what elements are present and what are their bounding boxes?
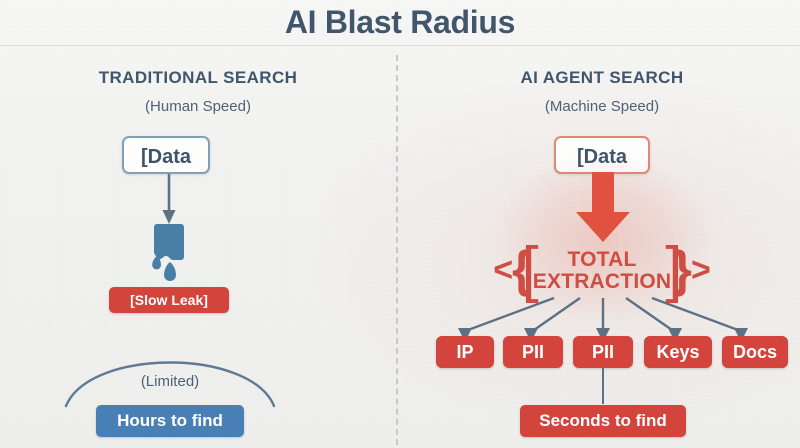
square-open-bracket: [ xyxy=(521,234,539,304)
total-extraction-label: TOTAL EXTRACTION xyxy=(532,247,672,293)
limited-label: (Limited) xyxy=(140,373,200,390)
hours-to-find-button[interactable]: Hours to find xyxy=(96,405,244,437)
traditional-search-column: TRADITIONAL SEARCH (Human Speed) [Data [… xyxy=(0,58,396,448)
extracted-chip-keys: Keys xyxy=(644,336,712,368)
angle-close-bracket: > xyxy=(690,251,711,289)
column-divider xyxy=(396,55,398,445)
square-close-bracket: ] xyxy=(665,234,683,304)
angle-open-bracket: < xyxy=(493,251,514,289)
ai-agent-search-heading: AI AGENT SEARCH xyxy=(520,68,684,87)
chip-to-result-connector xyxy=(602,368,604,404)
water-drip-icon xyxy=(152,224,184,281)
data-box-ai-agent: [Data xyxy=(554,136,650,174)
big-down-arrow-icon xyxy=(576,172,630,242)
ai-agent-search-subheading: (Machine Speed) xyxy=(544,98,660,115)
page-title: AI Blast Radius xyxy=(284,4,516,40)
fan-out-arrows-icon xyxy=(458,296,748,342)
data-box-traditional: [Data xyxy=(122,136,210,174)
extracted-chip-docs: Docs xyxy=(722,336,788,368)
ai-agent-search-column: AI AGENT SEARCH (Machine Speed) [Data < … xyxy=(404,58,800,448)
limited-arc-icon xyxy=(64,361,276,408)
down-arrow-icon xyxy=(162,174,176,224)
slow-leak-badge: [Slow Leak] xyxy=(109,287,229,313)
curly-close-brace: } xyxy=(672,241,692,297)
traditional-search-subheading: (Human Speed) xyxy=(145,98,251,115)
extracted-chip-pii-2: PII xyxy=(573,336,633,368)
seconds-to-find-button[interactable]: Seconds to find xyxy=(520,405,686,437)
traditional-search-heading: TRADITIONAL SEARCH xyxy=(98,68,298,87)
total-extraction-block: < { [ TOTAL EXTRACTION ] } > xyxy=(422,238,782,300)
curly-open-brace: { xyxy=(512,241,532,297)
extracted-chip-pii-1: PII xyxy=(503,336,563,368)
title-divider-rule xyxy=(0,45,800,46)
extracted-chip-ip: IP xyxy=(436,336,494,368)
